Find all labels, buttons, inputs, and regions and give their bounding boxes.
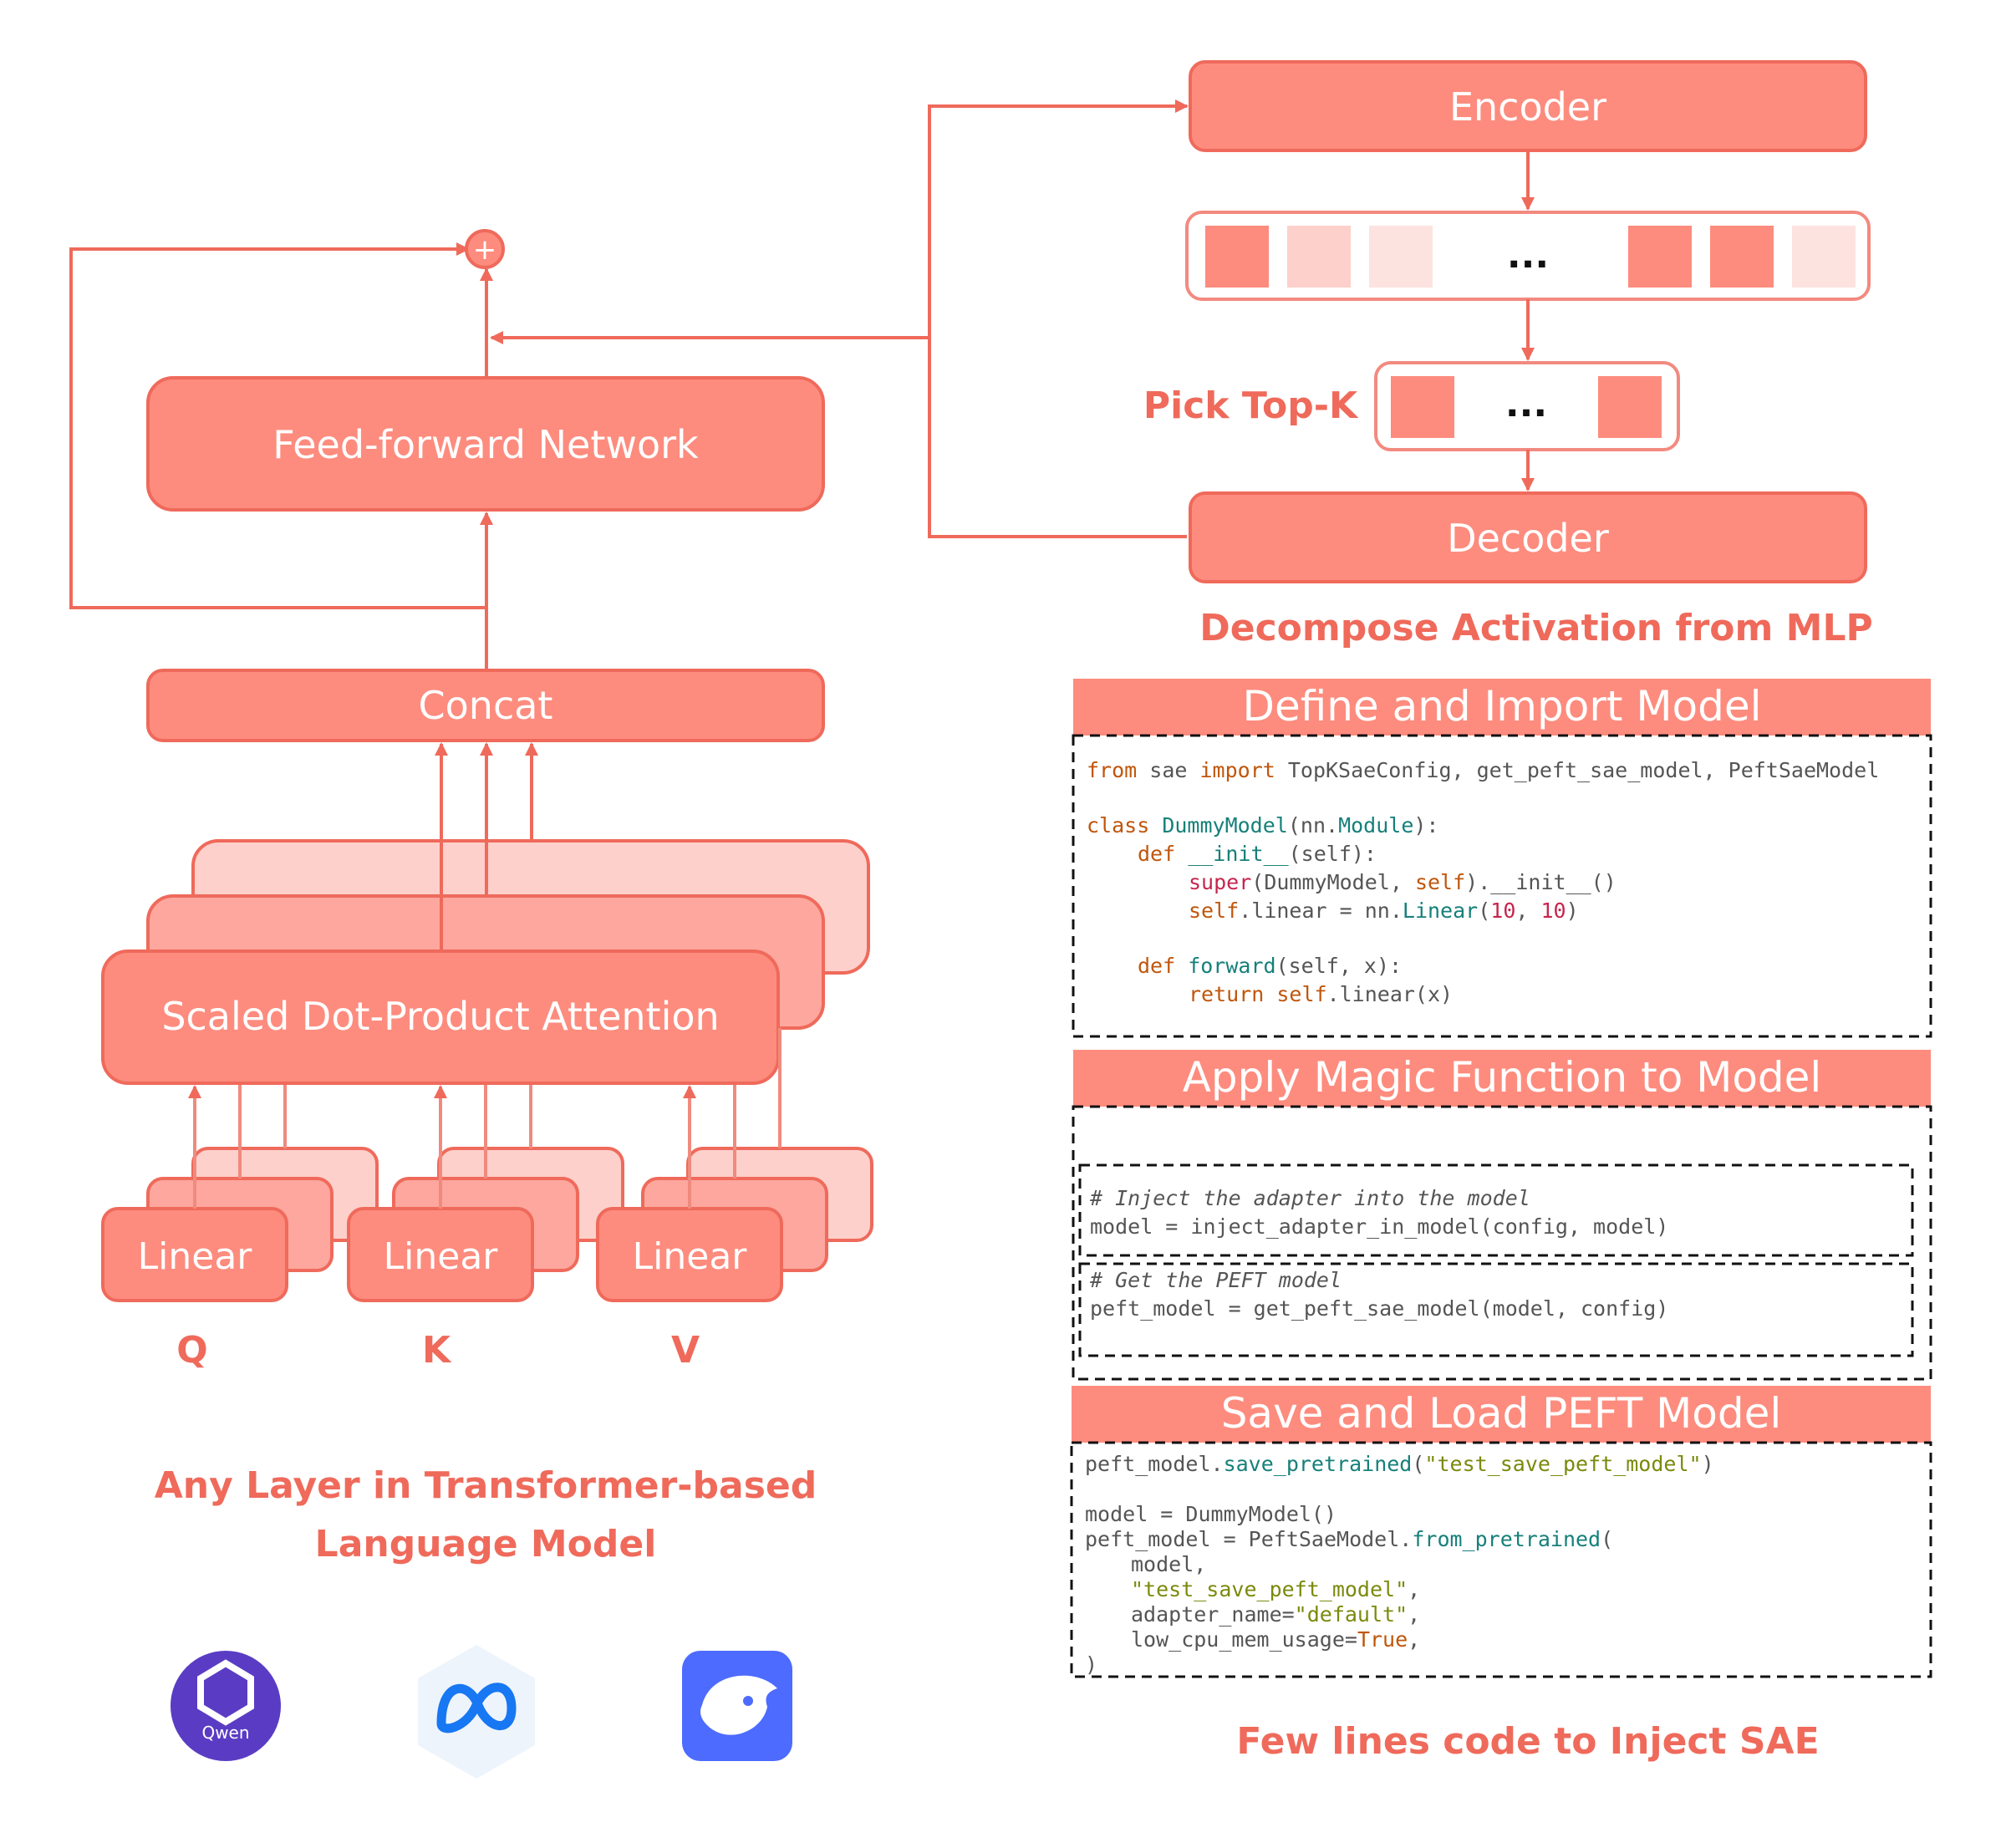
code-line: model, <box>1131 1552 1206 1576</box>
v-label: V <box>671 1329 700 1372</box>
linear-label-v: Linear <box>633 1235 748 1278</box>
code-line: ) <box>1085 1652 1097 1677</box>
code-line: def forward(self, x): <box>1138 954 1402 978</box>
pick-topk-label: Pick Top-K <box>1143 384 1359 427</box>
topk-vector: ... <box>1374 361 1680 451</box>
sum-node: + <box>465 229 505 269</box>
code-line: def __init__(self): <box>1138 842 1377 866</box>
decoder-label: Decoder <box>1447 516 1609 561</box>
encoder-box: Encoder <box>1189 60 1867 152</box>
code-line: return self.linear(x) <box>1189 982 1453 1006</box>
concat-box: Concat <box>146 669 825 742</box>
qwen-logo-text: Qwen <box>201 1723 249 1743</box>
transformer-caption-line2: Language Model <box>315 1523 657 1565</box>
activation-ellipsis: ... <box>1507 234 1549 277</box>
code-line: peft_model = PeftSaeModel.from_pretraine… <box>1085 1527 1613 1551</box>
meta-logo <box>418 1645 535 1779</box>
section3-title: Save and Load PEFT Model <box>1221 1389 1782 1438</box>
concat-label: Concat <box>419 683 553 728</box>
code-caption: Few lines code to Inject SAE <box>1236 1720 1819 1763</box>
code-line: class DummyModel(nn.Module): <box>1087 813 1438 837</box>
code-section-save-load: Save and Load PEFT Model peft_model.save… <box>1070 1386 1932 1678</box>
code-comment: # Inject the adapter into the model <box>1089 1186 1530 1210</box>
code-section-apply: Apply Magic Function to Model # Inject t… <box>1072 1050 1932 1381</box>
attention-to-concat-arrows <box>435 742 538 951</box>
topk-ellipsis: ... <box>1505 383 1547 425</box>
code-line: model = inject_adapter_in_model(config, … <box>1090 1214 1668 1239</box>
linear-to-attention-arrows <box>188 1028 782 1209</box>
linear-label-q: Linear <box>138 1235 253 1278</box>
code-line: model = DummyModel() <box>1085 1502 1336 1526</box>
section1-title: Define and Import Model <box>1242 682 1761 731</box>
code-section-define: Define and Import Model from sae import … <box>1072 679 1932 1038</box>
transformer-caption-line1: Any Layer in Transformer-based <box>155 1464 817 1507</box>
code-line: self.linear = nn.Linear(10, 10) <box>1189 899 1579 923</box>
plus-symbol: + <box>473 233 497 267</box>
k-label: K <box>422 1329 452 1372</box>
code-line: peft_model = get_peft_sae_model(model, c… <box>1090 1296 1668 1321</box>
sae-connectors <box>490 99 1189 538</box>
code-line: adapter_name="default", <box>1131 1602 1420 1627</box>
sae-caption: Decompose Activation from MLP <box>1199 607 1873 649</box>
code-comment: # Get the PEFT model <box>1089 1268 1342 1292</box>
code-line: from sae import TopKSaeConfig, get_peft_… <box>1087 758 1879 782</box>
decoder-box: Decoder <box>1189 491 1867 583</box>
attention-stack: Scaled Dot-Product Attention <box>101 839 870 1085</box>
section2-title: Apply Magic Function to Model <box>1183 1053 1822 1102</box>
activation-vector: ... <box>1185 211 1871 301</box>
ffn-label: Feed-forward Network <box>272 422 699 467</box>
encoder-label: Encoder <box>1449 84 1606 130</box>
linear-label-k: Linear <box>384 1235 499 1278</box>
ffn-box: Feed-forward Network <box>146 376 825 512</box>
attention-label: Scaled Dot-Product Attention <box>161 994 719 1039</box>
code-line: peft_model.save_pretrained("test_save_pe… <box>1085 1452 1714 1476</box>
qwen-logo: Qwen <box>171 1651 281 1761</box>
code-line: low_cpu_mem_usage=True, <box>1131 1627 1420 1652</box>
code-line: super(DummyModel, self).__init__() <box>1189 870 1617 894</box>
q-label: Q <box>176 1329 207 1372</box>
deepseek-logo <box>682 1651 792 1761</box>
code-line: "test_save_peft_model", <box>1131 1577 1420 1601</box>
